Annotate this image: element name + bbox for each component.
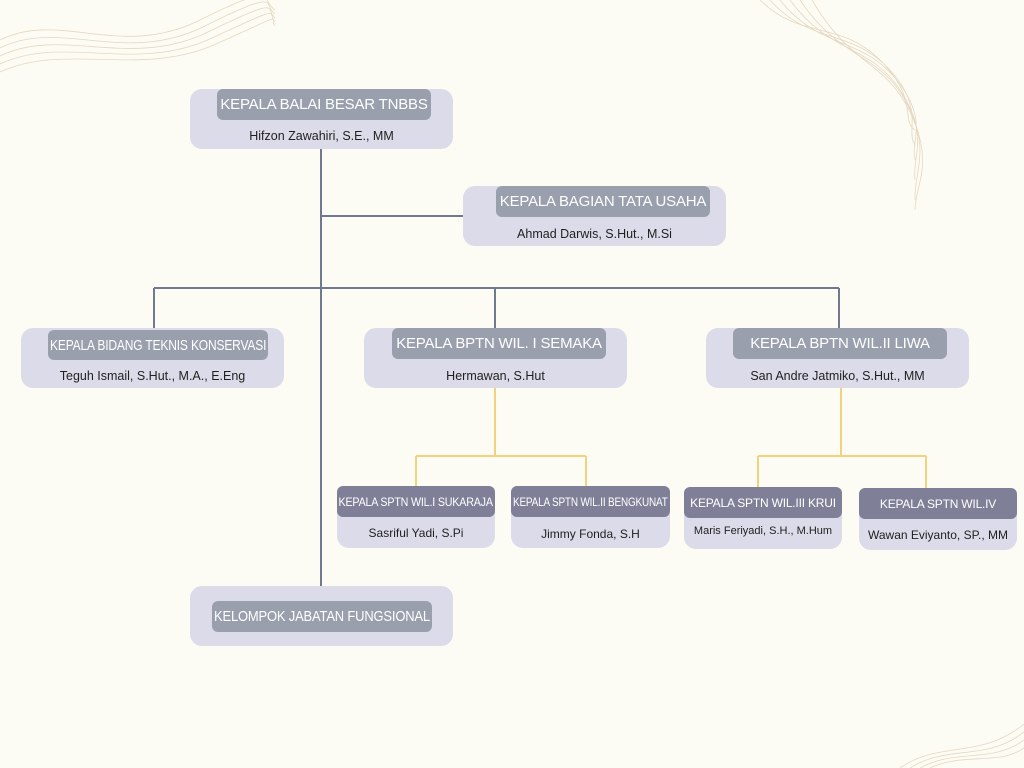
node-title: KELOMPOK JABATAN FUNGSIONAL bbox=[212, 601, 432, 632]
bottom-right-waves bbox=[899, 723, 1024, 768]
node-title: KEPALA BPTN WIL. I SEMAKA bbox=[392, 328, 606, 359]
node-title: KEPALA BALAI BESAR TNBBS bbox=[217, 89, 431, 120]
node-person-name: Teguh Ismail, S.Hut., M.A., E.Eng bbox=[59, 369, 246, 383]
top-left-waves bbox=[0, 0, 276, 73]
node-kepala-bidang-teknis: KEPALA BIDANG TEKNIS KONSERVASI Teguh Is… bbox=[21, 328, 284, 388]
node-person-name: Sasriful Yadi, S.Pi bbox=[368, 526, 464, 540]
node-title: KEPALA BIDANG TEKNIS KONSERVASI bbox=[48, 330, 268, 360]
node-title: KEPALA BAGIAN TATA USAHA bbox=[496, 186, 710, 217]
node-title: KEPALA SPTN WIL.I SUKARAJA bbox=[337, 486, 495, 517]
node-kepala-sptn-wil-3: KEPALA SPTN WIL.III KRUI Maris Feriyadi,… bbox=[684, 487, 842, 549]
node-title: KEPALA SPTN WIL.IV bbox=[859, 488, 1017, 519]
node-kepala-bptn-wil-1: KEPALA BPTN WIL. I SEMAKA Hermawan, S.Hu… bbox=[364, 328, 627, 388]
node-kepala-balai-besar: KEPALA BALAI BESAR TNBBS Hifzon Zawahiri… bbox=[190, 89, 453, 149]
node-title: KEPALA SPTN WIL.II BENGKUNAT bbox=[511, 486, 670, 517]
node-person-name: Jimmy Fonda, S.H bbox=[541, 527, 640, 541]
node-person-name: Ahmad Darwis, S.Hut., M.Si bbox=[517, 227, 672, 241]
node-kepala-sptn-wil-1: KEPALA SPTN WIL.I SUKARAJA Sasriful Yadi… bbox=[337, 486, 495, 548]
node-person-name: Hifzon Zawahiri, S.E., MM bbox=[249, 129, 394, 143]
node-kelompok-jabatan-fungsional: KELOMPOK JABATAN FUNGSIONAL bbox=[190, 586, 453, 646]
node-title: KEPALA BPTN WIL.II LIWA bbox=[733, 328, 947, 359]
node-title: KEPALA SPTN WIL.III KRUI bbox=[684, 487, 842, 518]
node-person-name: Wawan Eviyanto, SP., MM bbox=[867, 528, 1009, 542]
node-kepala-sptn-wil-2: KEPALA SPTN WIL.II BENGKUNAT Jimmy Fonda… bbox=[511, 486, 670, 548]
top-right-waves bbox=[759, 0, 923, 211]
node-kepala-bagian-tata-usaha: KEPALA BAGIAN TATA USAHA Ahmad Darwis, S… bbox=[463, 186, 726, 246]
node-kepala-sptn-wil-4: KEPALA SPTN WIL.IV Wawan Eviyanto, SP., … bbox=[859, 488, 1017, 550]
node-person-name: Maris Feriyadi, S.H., M.Hum bbox=[693, 525, 833, 537]
node-person-name: Hermawan, S.Hut bbox=[446, 369, 545, 383]
node-person-name: San Andre Jatmiko, S.Hut., MM bbox=[750, 369, 925, 383]
node-kepala-bptn-wil-2: KEPALA BPTN WIL.II LIWA San Andre Jatmik… bbox=[706, 328, 969, 388]
